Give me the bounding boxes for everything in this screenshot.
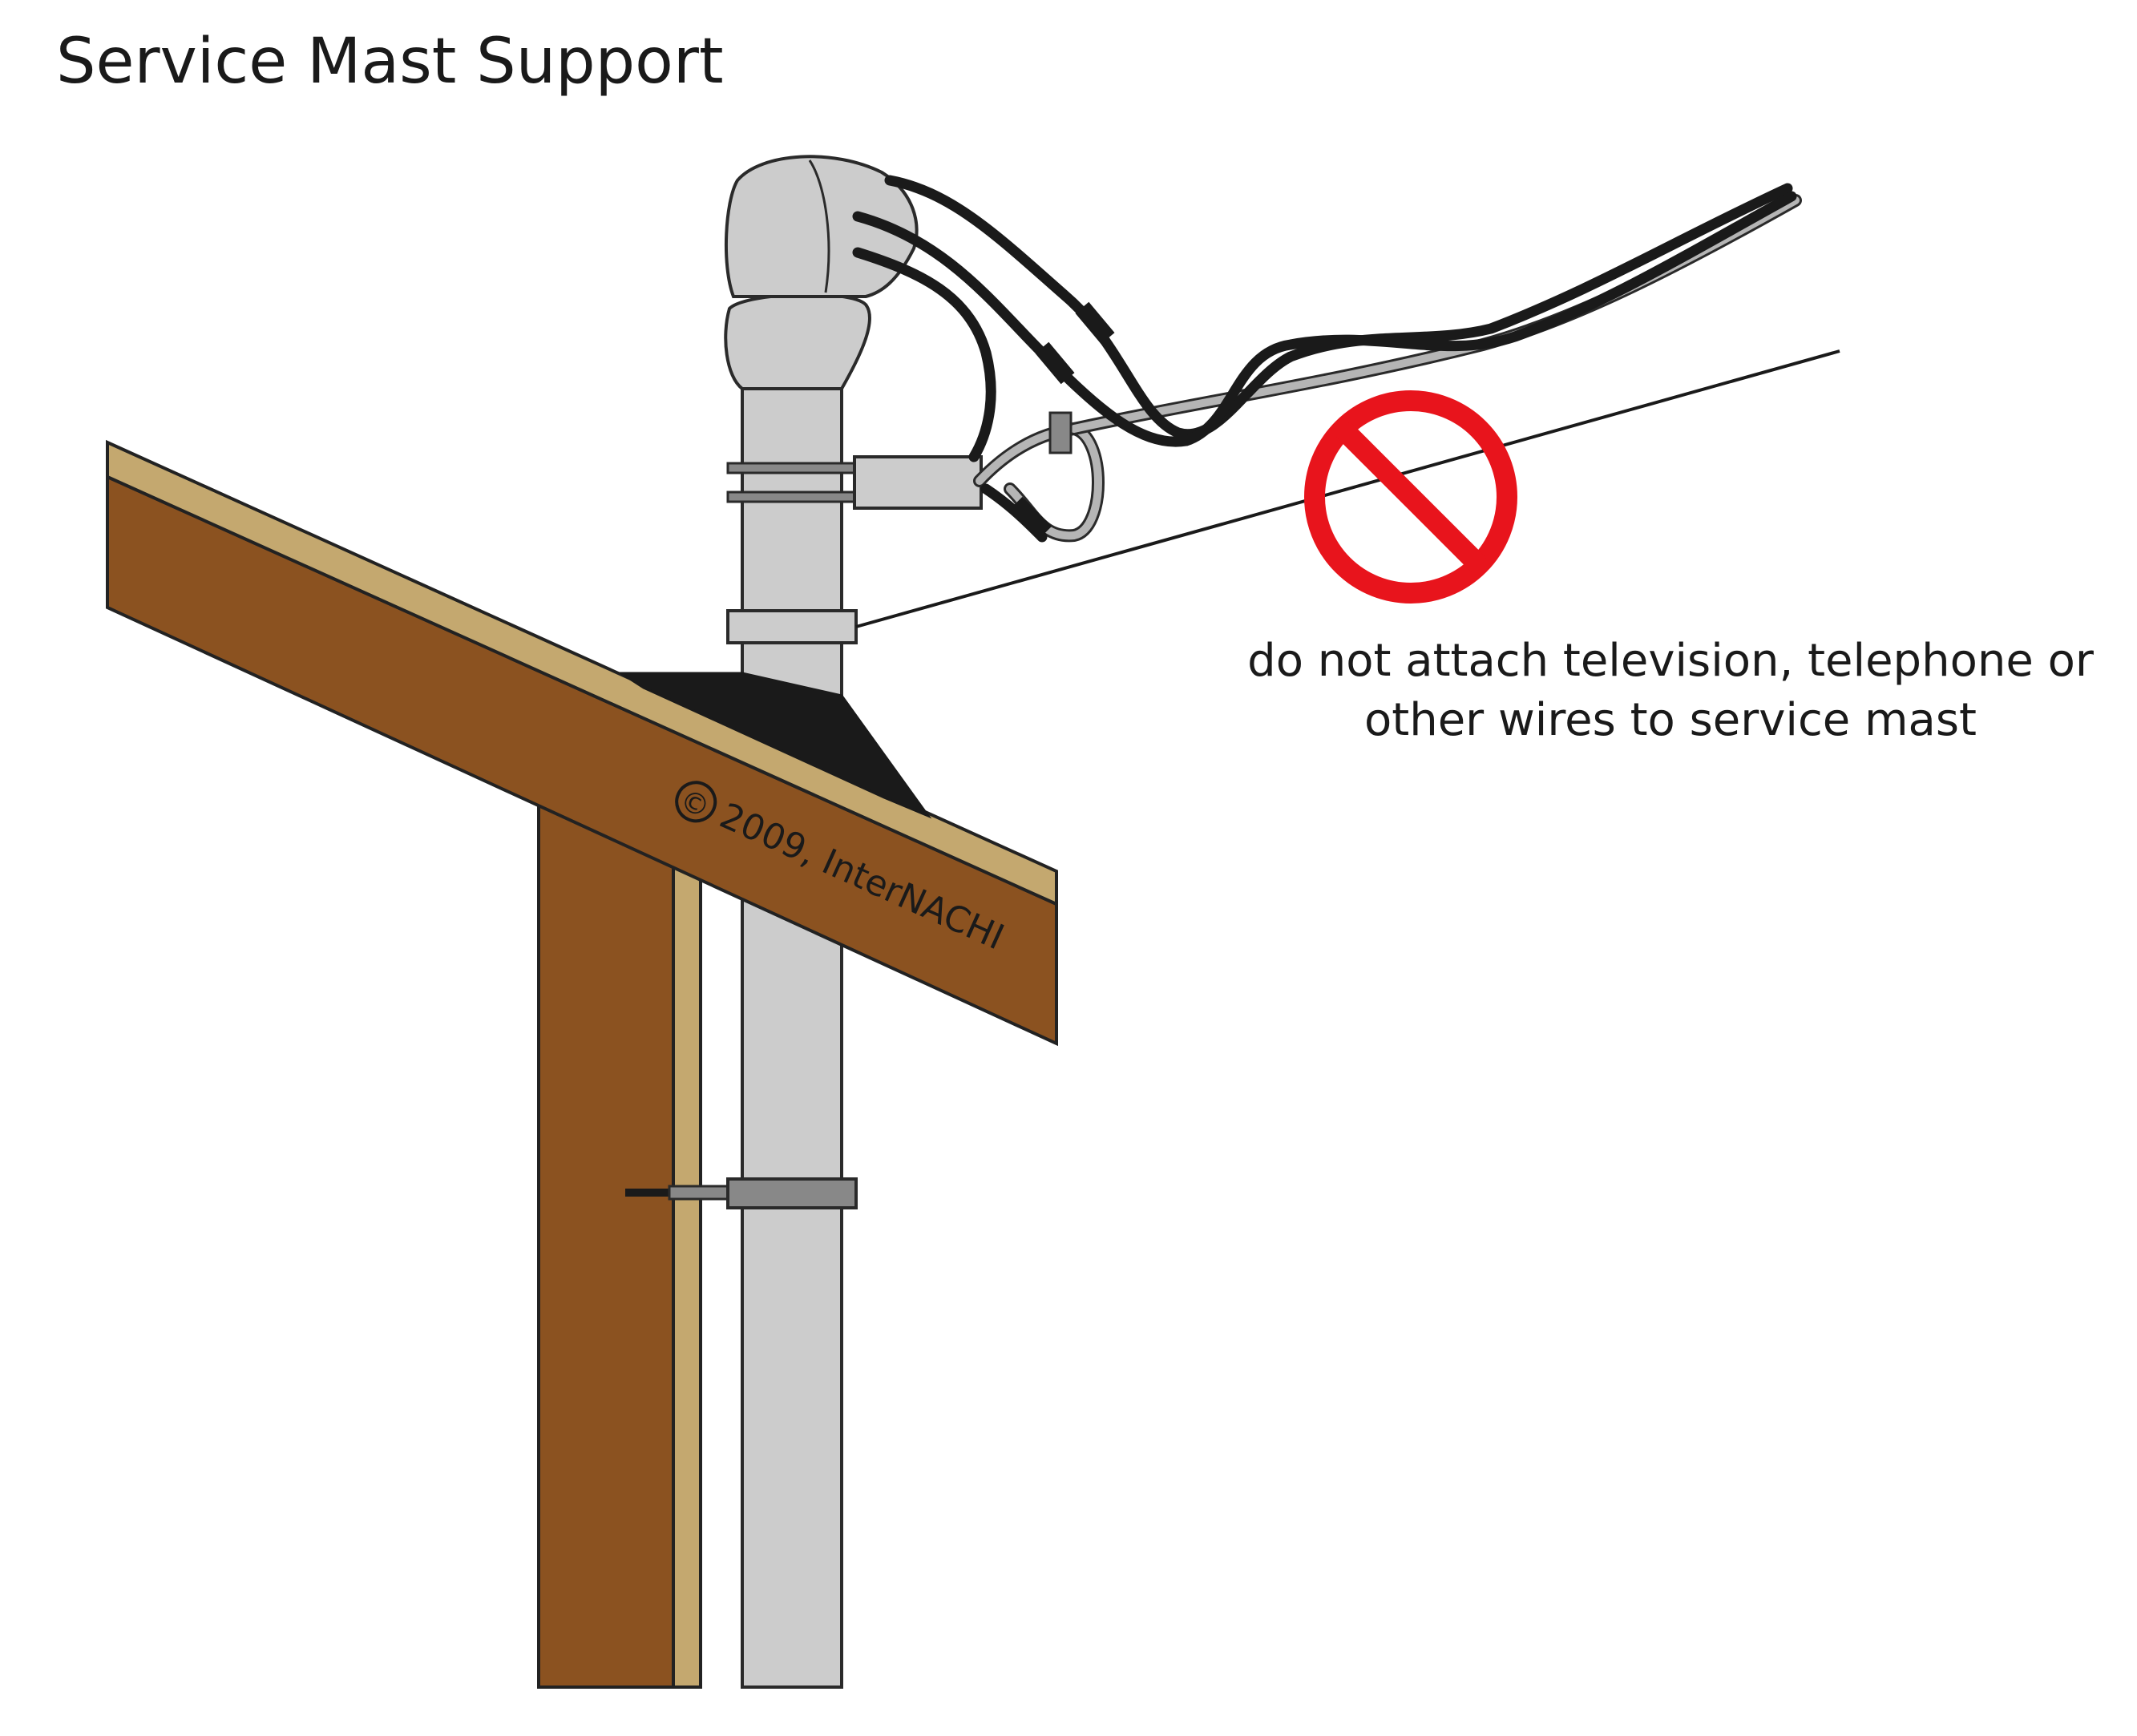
roof-flashing — [616, 672, 932, 819]
upper-clamp — [726, 609, 858, 644]
service-drop-clamp — [726, 455, 983, 510]
prohibition-icon — [1304, 390, 1517, 604]
weatherhead-collar — [724, 293, 871, 390]
telecom-wire — [855, 349, 1840, 628]
warning-line-1: do not attach television, telephone or — [1247, 635, 2095, 687]
clamp-rod-top — [726, 462, 858, 474]
warning-line-2: other wires to service mast — [1364, 694, 1977, 746]
stud-sheathing — [672, 864, 702, 1689]
conductor-1 — [884, 175, 1793, 440]
splice-connector-1 — [1075, 301, 1115, 345]
splice-connector-3 — [1009, 496, 1052, 539]
prohibition-slash — [1335, 421, 1487, 573]
diagram-title: Service Mast Support — [56, 26, 724, 98]
service-drop-wires — [852, 175, 1802, 543]
neutral-splice — [1048, 411, 1073, 454]
mast-pipe — [741, 383, 843, 1689]
strap-band — [726, 1177, 858, 1209]
lower-mast-strap — [625, 1177, 858, 1209]
stud-face — [537, 800, 675, 1689]
copyright-circle — [675, 781, 717, 823]
weatherhead-cap-seam — [808, 159, 830, 293]
prohibition-circle — [1304, 390, 1517, 604]
lag-bolt — [625, 1189, 669, 1197]
clamp-rod-bottom — [726, 491, 858, 503]
splice-connector-2 — [1035, 341, 1075, 385]
conductor-3 — [852, 247, 996, 462]
insulator-body — [853, 455, 983, 510]
wall-stud — [537, 800, 702, 1689]
clamp-band — [726, 609, 858, 644]
conductor-2 — [852, 191, 1797, 447]
